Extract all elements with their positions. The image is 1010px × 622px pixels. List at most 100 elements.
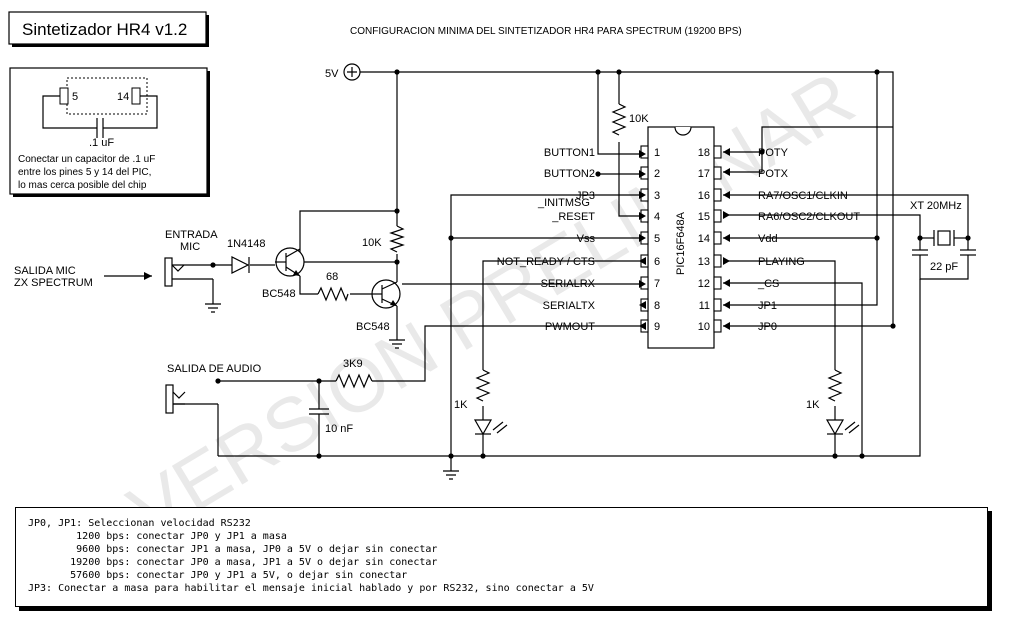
chip-pin-left-label: JP3	[576, 190, 595, 202]
chip-pin-left-number: 7	[654, 278, 660, 290]
spectrum-arrow-head	[144, 272, 152, 280]
junctions	[210, 69, 971, 459]
chip-pin-right-number: 11	[699, 300, 710, 312]
led-right-symbol	[825, 419, 860, 436]
chip-pin-right-17	[713, 166, 722, 180]
audio-out-label: SALIDA DE AUDIO	[167, 363, 262, 375]
chip-pin-left-number: 4	[654, 211, 660, 223]
jack-mic-input	[164, 257, 213, 287]
resistor-pullup-label: 10K	[629, 113, 649, 125]
chip-pin-right-label: RA7/OSC1/CLKIN	[758, 190, 848, 202]
chip-pin-right-number: 16	[698, 190, 710, 202]
chip-pin-right-15	[713, 209, 722, 223]
resistor-3k9-symbol	[335, 373, 373, 389]
chip-pins-right: 18 POTY 17 POTX 16 RA7/OSC1/CLKIN 15 RA6/OSC2/C…	[698, 145, 860, 333]
chip-pin-right-11	[713, 298, 722, 312]
mic-input-label-2: MIC	[180, 241, 200, 253]
transistor-1-label: BC548	[262, 288, 296, 300]
chip-pin-right-label: _CS	[757, 278, 779, 290]
resistor-68-symbol	[317, 286, 349, 302]
chip-pin-right-13	[713, 254, 722, 268]
resistor-base-symbol	[389, 225, 405, 253]
cap-inset: 5 14 .1 uF Conectar un capacitor de .1 u…	[9, 67, 210, 197]
chip-pin-left-number: 8	[654, 300, 660, 312]
chip-pin-left-label: NOT_READY / CTS	[497, 256, 595, 268]
chip-pin-right-number: 10	[698, 321, 710, 333]
title-box	[8, 11, 207, 45]
chip-pin-right-label: POTX	[758, 168, 789, 180]
supply-symbol	[343, 63, 361, 81]
mic-input-label-1: ENTRADA	[165, 229, 218, 241]
supply-label: 5V	[325, 68, 339, 80]
signal-arrows	[639, 148, 730, 330]
chip-pin-right-number: 14	[698, 233, 710, 245]
diode-label: 1N4148	[227, 238, 266, 250]
chip-pin-left-number: 6	[654, 256, 660, 268]
chip-pin-left-number: 2	[654, 168, 660, 180]
chip-initmsg-label: _INITMSG	[537, 197, 590, 209]
cap-inset-note-2: entre los pines 5 y 14 del PIC,	[18, 167, 151, 178]
pic-chip: PIC16F648A 1BUTTON12BUTTON23JP34_RESET5V…	[497, 126, 860, 349]
cap-inset-value: .1 uF	[89, 137, 114, 149]
chip-pin-left-number: 3	[654, 190, 660, 202]
jack-audio-output	[165, 384, 186, 414]
ground-symbol-main	[443, 470, 459, 480]
resistor-3k9-label: 3K9	[343, 358, 363, 370]
resistor-led-right-label: 1K	[806, 399, 820, 411]
chip-pin-right-number: 15	[698, 211, 710, 223]
notes-line-2: 1200 bps: conectar JP0 y JP1 a masa	[28, 531, 287, 542]
chip-pin-right-14	[713, 231, 722, 245]
notes-line-4: 19200 bps: conectar JP0 a masa, JP1 a 5V…	[28, 557, 438, 568]
chip-pin-left-label: BUTTON2	[544, 168, 595, 180]
cap-inset-note-1: Conectar un capacitor de .1 uF	[18, 154, 155, 165]
chip-pin-left-label: Vss	[577, 233, 596, 245]
crystal-caps-label: 22 pF	[930, 261, 958, 273]
chip-pin-right-label: Vdd	[758, 233, 778, 245]
chip-pin-right-label: JP0	[758, 321, 777, 333]
notes-line-1: JP0, JP1: Seleccionan velocidad RS232	[28, 518, 251, 529]
notes-box: JP0, JP1: Seleccionan velocidad RS232 12…	[15, 507, 988, 607]
transistor-2-label: BC548	[356, 321, 390, 333]
crystal-symbol	[920, 230, 968, 246]
notes-line-6: JP3: Conectar a masa para habilitar el m…	[28, 583, 594, 594]
capacitor-10nf	[309, 408, 329, 415]
ground-symbol-mic	[205, 303, 221, 313]
chip-pin-right-18	[713, 145, 722, 159]
chip-pin-right-number: 12	[698, 278, 710, 290]
crystal-caps-symbol	[912, 249, 976, 271]
chip-pin-left-number: 1	[654, 147, 660, 159]
chip-pin-left-label: PWMOUT	[545, 321, 595, 333]
transistor-1-symbol	[275, 247, 305, 277]
cap-inset-note-3: lo mas cerca posible del chip	[18, 180, 147, 191]
transistor-2-symbol	[371, 279, 401, 309]
chip-pin-left-label: SERIALTX	[543, 300, 596, 312]
chip-pin-left-number: 9	[654, 321, 660, 333]
chip-pin-right-label: POTY	[758, 147, 789, 159]
resistor-pullup-symbol	[611, 103, 627, 136]
chip-pin-right-label: JP1	[758, 300, 777, 312]
notes-line-5: 57600 bps: conectar JP0 y JP1 a 5V, o de…	[28, 570, 408, 581]
chip-name: PIC16F648A	[675, 211, 687, 275]
chip-pin-left-label: _RESET	[551, 211, 595, 223]
crystal-label: XT 20MHz	[910, 200, 962, 212]
chip-pin-right-number: 18	[698, 147, 710, 159]
diode-1n4148-symbol	[231, 256, 250, 274]
chip-pin-right-number: 17	[698, 168, 710, 180]
chip-pin-right-16	[713, 188, 722, 202]
chip-pin-right-label: RA6/OSC2/CLKOUT	[758, 211, 860, 223]
chip-pin-left-label: BUTTON1	[544, 147, 595, 159]
cap-inset-pin14: 14	[117, 91, 129, 103]
resistor-led-left-symbol	[475, 369, 491, 402]
led-left-symbol	[473, 419, 508, 436]
resistor-68-label: 68	[326, 271, 338, 283]
subtitle: CONFIGURACION MINIMA DEL SINTETIZADOR HR…	[350, 26, 742, 37]
resistor-led-right-symbol	[827, 369, 843, 402]
notes-line-3: 9600 bps: conectar JP1 a masa, JP0 a 5V …	[28, 544, 438, 555]
resistor-led-left-label: 1K	[454, 399, 468, 411]
ground-symbol-transistor	[389, 339, 405, 349]
chip-pin-left-label: SERIALRX	[541, 278, 596, 290]
capacitor-10nf-label: 10 nF	[325, 423, 353, 435]
spectrum-out-label-2: ZX SPECTRUM	[14, 277, 93, 289]
chip-pin-right-label: PLAYING	[758, 256, 805, 268]
